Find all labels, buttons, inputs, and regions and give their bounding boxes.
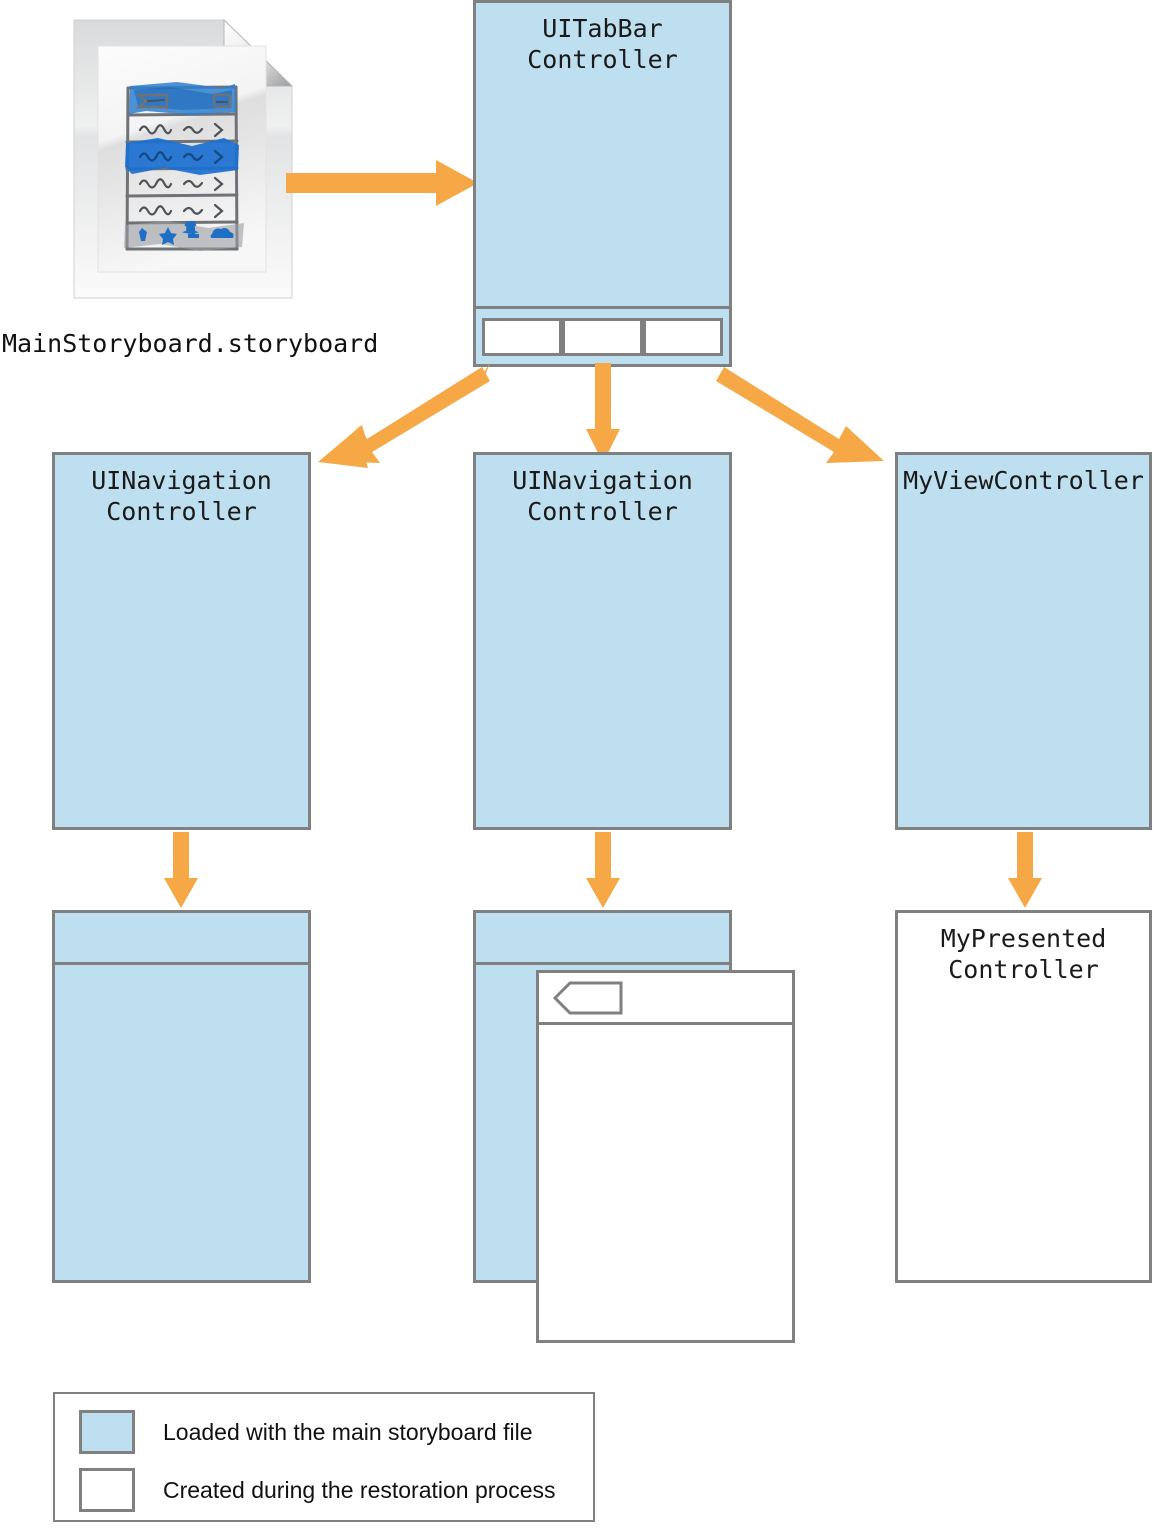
legend-item-restoration: Created during the restoration process [79,1468,556,1512]
navigation-bar [55,913,308,965]
legend-label-storyboard: Loaded with the main storyboard file [163,1418,533,1445]
arrow-tabbar-to-nav1 [310,363,490,468]
storyboard-document-icon [72,18,294,300]
arrow-myviewcontroller-to-presented [1008,832,1042,908]
arrow-tabbar-to-nav2 [586,363,620,463]
arrow-storyboard-to-tabbar [286,160,478,206]
tab-bar [476,306,729,364]
legend-label-restoration: Created during the restoration process [163,1476,556,1503]
node-title: UITabBar Controller [527,14,678,74]
tab-bar-item-3[interactable] [642,317,723,356]
node-pushed-restored[interactable] [536,970,795,1343]
node-uinavigationcontroller-2[interactable]: UINavigation Controller [473,452,732,830]
arrow-tabbar-to-myviewcontroller [716,363,896,468]
legend: Loaded with the main storyboard file Cre… [53,1392,595,1522]
node-title: MyPresented Controller [940,924,1107,984]
node-uitabbarcontroller[interactable]: UITabBar Controller [473,0,732,367]
node-title: MyViewController [903,466,1144,495]
back-button-icon[interactable] [552,981,623,1015]
storyboard-filename: MainStoryboard.storyboard [2,329,379,358]
tab-bar-item-1[interactable] [482,317,563,356]
arrow-nav2-to-root2 [586,832,620,908]
node-myviewcontroller[interactable]: MyViewController [895,452,1152,830]
navigation-bar [476,913,729,965]
tab-bar-item-2[interactable] [562,317,643,356]
legend-swatch-storyboard [79,1410,135,1454]
arrow-nav1-to-root1 [164,832,198,908]
navigation-bar [539,973,792,1025]
node-title: UINavigation Controller [91,466,272,526]
node-nav-root-1[interactable] [52,910,311,1283]
node-title: UINavigation Controller [512,466,693,526]
node-uinavigationcontroller-1[interactable]: UINavigation Controller [52,452,311,830]
legend-swatch-restoration [79,1468,135,1512]
node-mypresentedcontroller[interactable]: MyPresented Controller [895,910,1152,1283]
legend-item-storyboard: Loaded with the main storyboard file [79,1410,533,1454]
